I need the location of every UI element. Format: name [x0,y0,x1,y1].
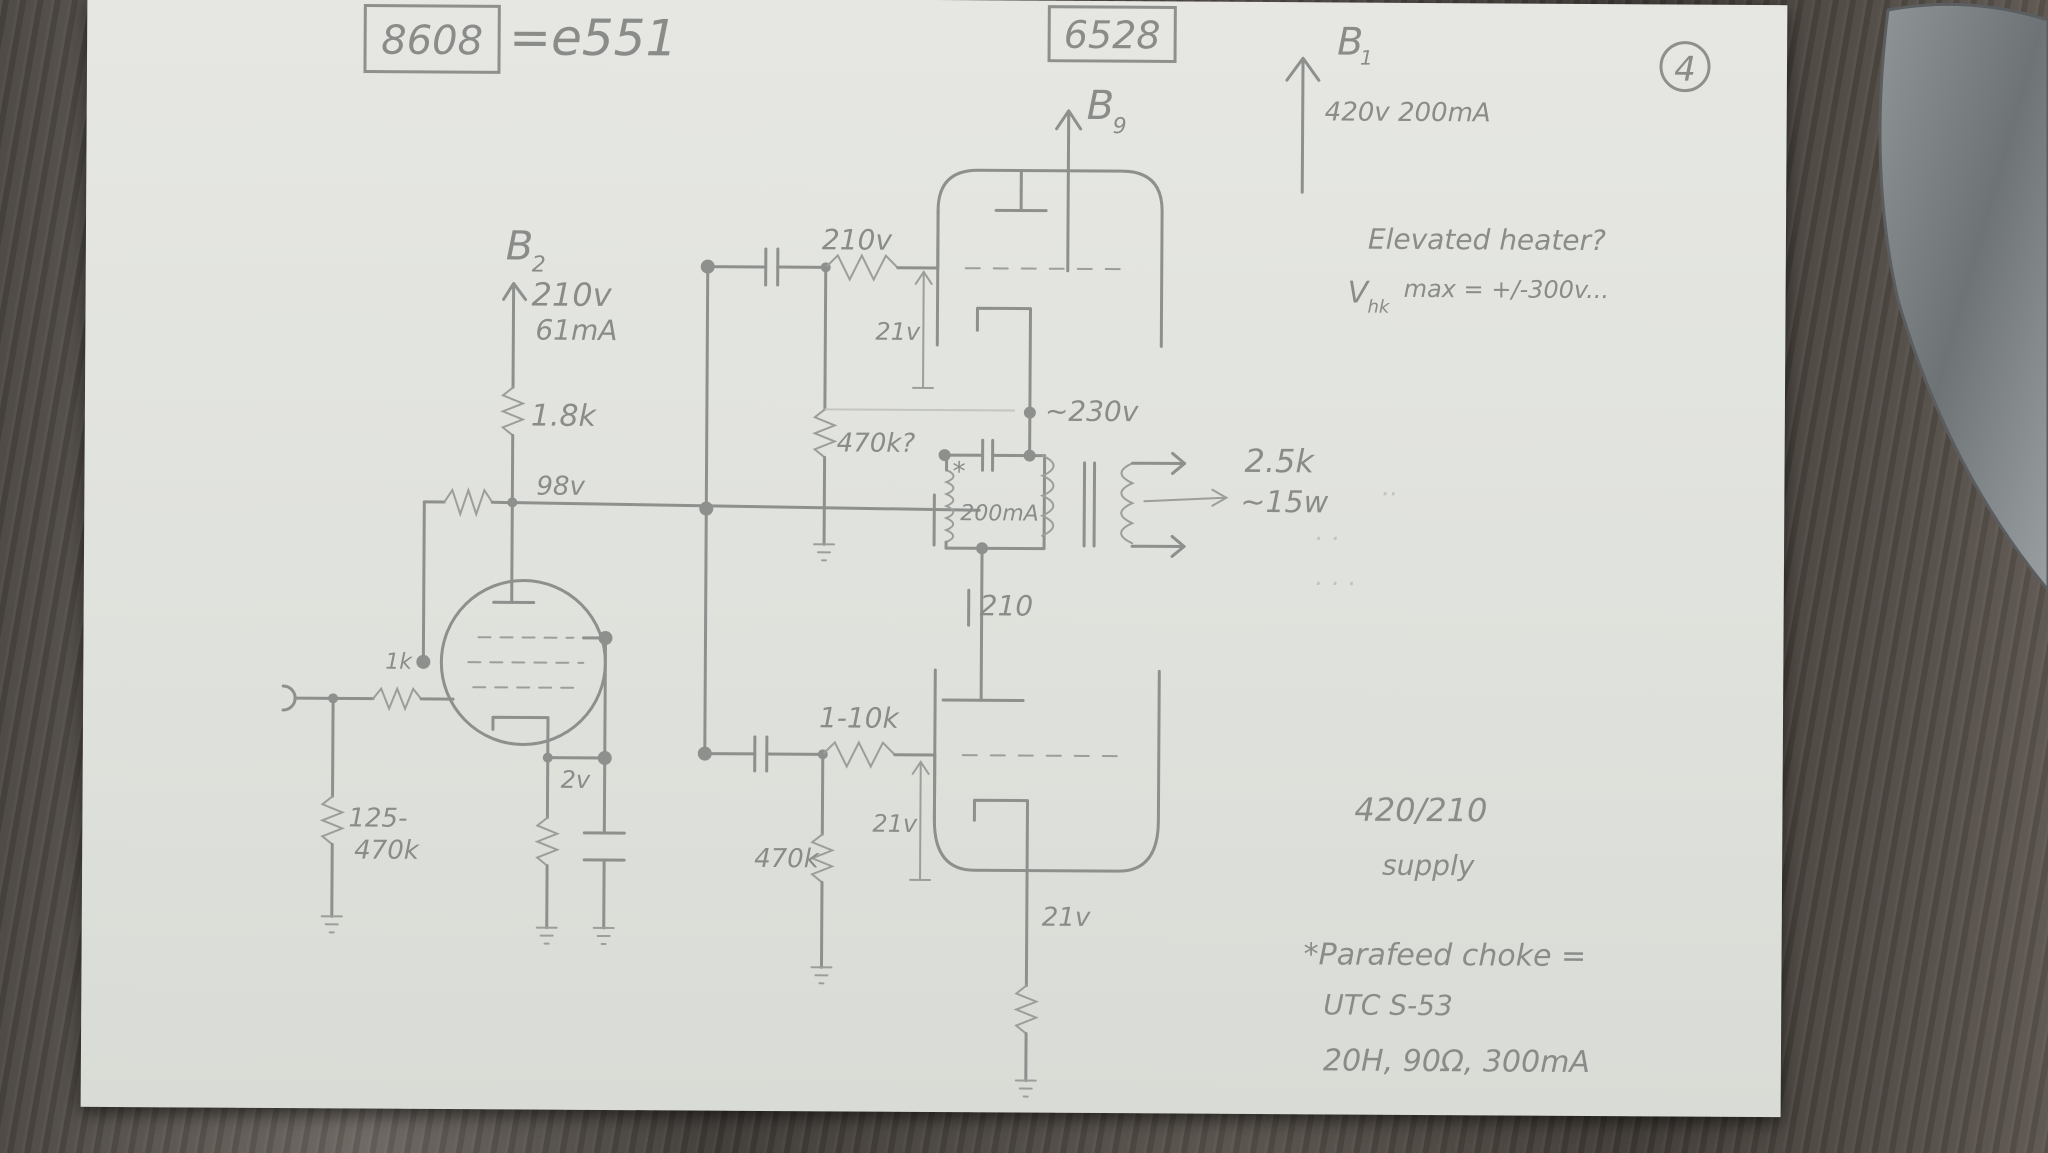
drive-bus [697,259,715,761]
svg-text:420/210: 420/210 [1354,791,1487,830]
driver-tube-equivalent: =e551 [509,8,677,67]
svg-text:2: 2 [532,253,546,278]
svg-text:125-: 125- [348,803,407,833]
lower-coupling-cap [703,735,828,773]
upper-grid-stopper: 210v [822,223,940,282]
upper-bias-arrow: 21v [875,270,935,389]
knife-blade [1878,2,2048,593]
upper-coupling-cap [706,247,831,287]
b1-rating: 420v 200mA [1325,97,1491,128]
grid-stopper: 1k [372,650,455,712]
svg-text:*: * [952,457,965,487]
output-tube-number: 6528 [1064,13,1161,58]
b1-supply: B 1 420v 200mA [1285,19,1491,194]
grid-leak: 125- 470k [319,696,420,934]
svg-text:21v: 21v [875,318,921,346]
svg-text:B: B [506,223,534,269]
parafeed-cap [938,438,1032,472]
svg-text:1: 1 [1360,46,1373,70]
svg-text:hk: hk [1367,297,1391,318]
svg-text:supply: supply [1382,849,1475,883]
svg-text:210: 210 [980,589,1034,622]
svg-text:B: B [1087,83,1115,129]
vhk-max: max = +/-300v... [1404,275,1610,304]
upper-grid-leak: 470k? [812,265,1015,562]
svg-text:4: 4 [1674,50,1696,90]
svg-text:1-10k: 1-10k [819,701,901,734]
driver-plate-voltage: 98v [536,472,585,502]
ot-power: ~15w [1240,485,1329,521]
svg-text:21v: 21v [872,810,918,838]
svg-text:V: V [1348,276,1371,311]
lower-grid-leak: 470k [754,752,835,985]
schematic-drawing: 8608 =e551 6528 4 B 1 420v 200mA B 9 B 2… [281,4,1711,1098]
svg-text:UTC S-53: UTC S-53 [1323,988,1453,1022]
svg-text:· ·: · · [1314,524,1339,554]
svg-text:*Parafeed choke =: *Parafeed choke = [1303,937,1586,974]
svg-text:1k: 1k [385,650,413,675]
heater-question: Elevated heater? [1368,223,1606,257]
svg-text:470k: 470k [754,844,820,874]
svg-text:~230v: ~230v [1045,395,1139,429]
svg-text:1.8k: 1.8k [531,399,598,434]
svg-text:21v: 21v [1042,903,1091,933]
b2-voltage: 210v [531,276,612,314]
lower-grid-stopper: 1-10k [819,701,937,769]
supply-note: 420/210 supply [1354,791,1487,883]
mid-node: 210 [967,542,1034,702]
b9-supply: B 9 [1055,83,1127,273]
lower-cathode: 21v [1013,869,1091,1098]
driver-plate-node: 98v [416,472,981,669]
lower-bias-arrow: 21v [872,760,932,881]
b2-current: 61mA [535,314,617,348]
lower-output-tube [932,668,1161,873]
cathode-node: ~230v [1023,395,1139,462]
faint-erased-notes: ·· · · · · · [1314,480,1397,600]
svg-text:· · ·: · · · [1314,569,1356,599]
heater-note: Elevated heater? V hk max = +/-300v... [1348,223,1610,318]
driver-tube [439,578,613,760]
driver-cathode-voltage: 2v [561,766,591,794]
svg-text:9: 9 [1113,114,1127,139]
paper-sheet: 8608 =e551 6528 4 B 1 420v 200mA B 9 B 2… [80,0,1788,1118]
output-transformer: 2.5k ~15w [1039,442,1329,558]
svg-text:470k: 470k [354,835,420,865]
upper-output-tube [935,168,1164,415]
input-jack [281,684,375,712]
driver-tube-label: 8608 =e551 [363,4,677,74]
driver-cathode: 2v [534,636,626,946]
plate-resistor: 1.8k [500,386,598,604]
choke-note: *Parafeed choke = UTC S-53 20H, 90Ω, 300… [1303,937,1590,1080]
svg-text:B: B [1337,19,1363,63]
driver-tube-number: 8608 [381,18,483,65]
choke-current: 200mA [960,501,1039,526]
b2-supply: B 2 210v 61mA [502,223,618,389]
ot-impedance: 2.5k [1244,442,1315,480]
upper-grid-voltage: 210v [822,223,893,256]
svg-text:470k?: 470k? [837,428,916,458]
svg-text:20H, 90Ω, 300mA: 20H, 90Ω, 300mA [1323,1043,1590,1080]
output-tube-label: 6528 [1047,5,1177,63]
page-number: 4 [1659,41,1711,93]
svg-text:··: ·· [1380,480,1397,510]
parafeed-choke: * 200mA [932,453,1047,551]
